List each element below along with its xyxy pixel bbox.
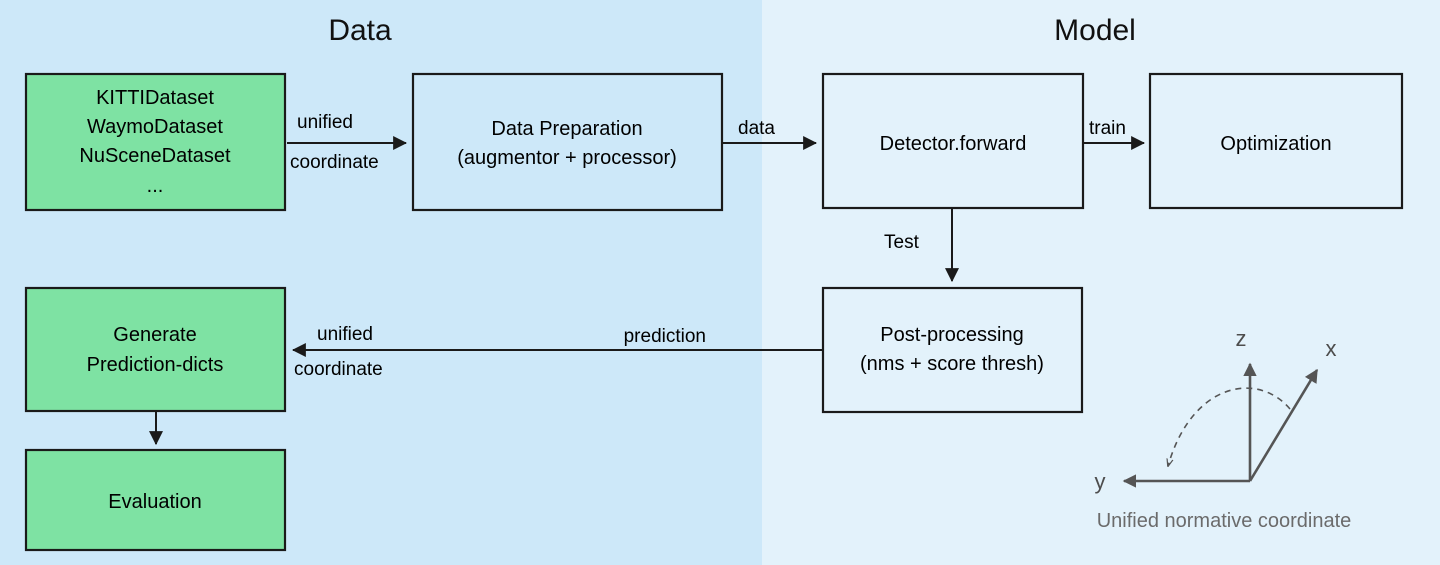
node-optimization[interactable]: Optimization <box>1148 72 1404 210</box>
node-datasets-box[interactable] <box>24 72 287 212</box>
node-detector-forward-line-1: Detector.forward <box>880 133 1027 155</box>
edge-label-unified-2: unified <box>317 324 373 345</box>
node-evaluation-box[interactable] <box>24 448 287 552</box>
edge-label-unified-1: unified <box>297 112 353 133</box>
node-datasets[interactable]: KITTIDataset WaymoDataset NuSceneDataset… <box>24 72 287 212</box>
edge-detector-to-post-processing: Test <box>884 208 959 283</box>
edge-label-coordinate-2: coordinate <box>294 359 383 380</box>
node-detector-forward-box[interactable] <box>821 72 1085 210</box>
node-data-preparation-line-1: Data Preparation <box>491 118 642 140</box>
node-data-preparation[interactable]: Data Preparation (augmentor + processor) <box>411 72 724 212</box>
node-generate-prediction-dicts-box[interactable] <box>24 286 287 413</box>
node-post-processing-line-2: (nms + score thresh) <box>860 353 1044 375</box>
axis-rotation-arc <box>1168 387 1291 466</box>
node-datasets-line-1: KITTIDataset <box>96 87 214 109</box>
node-post-processing-box[interactable] <box>821 286 1084 414</box>
edge-label-train: train <box>1089 118 1126 139</box>
node-generate-line-2: Prediction-dicts <box>87 354 224 376</box>
edge-datasets-to-data-preparation: unified coordinate <box>287 112 408 173</box>
axis-z-label: z <box>1236 326 1247 351</box>
node-optimization-box[interactable] <box>1148 72 1404 210</box>
edge-label-prediction: prediction <box>624 326 706 347</box>
node-evaluation-line-1: Evaluation <box>108 491 201 513</box>
node-datasets-line-4: ... <box>147 175 164 197</box>
node-detector-forward[interactable]: Detector.forward <box>821 72 1085 210</box>
node-datasets-line-2: WaymoDataset <box>87 116 223 138</box>
coordinate-legend-caption: Unified normative coordinate <box>1097 510 1352 532</box>
coordinate-legend: z x y Unified normative coordinate <box>1095 326 1352 532</box>
node-optimization-line-1: Optimization <box>1220 133 1331 155</box>
node-datasets-line-3: NuSceneDataset <box>79 145 231 167</box>
axis-x-arrow <box>1248 368 1319 482</box>
edge-label-coordinate-1: coordinate <box>290 152 379 173</box>
node-data-preparation-box[interactable] <box>411 72 724 212</box>
node-generate-prediction-dicts[interactable]: Generate Prediction-dicts <box>24 286 287 413</box>
node-post-processing[interactable]: Post-processing (nms + score thresh) <box>821 286 1084 414</box>
edge-label-data: data <box>738 118 775 139</box>
node-generate-line-1: Generate <box>113 324 196 346</box>
node-evaluation[interactable]: Evaluation <box>24 448 287 552</box>
panel-model-title: Model <box>1054 14 1136 47</box>
edge-detector-to-optimization: train <box>1083 118 1146 150</box>
node-post-processing-line-1: Post-processing <box>880 324 1023 346</box>
edge-data-preparation-to-detector: data <box>722 118 818 150</box>
node-data-preparation-line-2: (augmentor + processor) <box>457 147 677 169</box>
edge-label-test: Test <box>884 232 920 253</box>
panel-data-title: Data <box>328 14 392 47</box>
edge-post-processing-to-generate: prediction unified coordinate <box>291 324 822 380</box>
axis-y-label: y <box>1095 469 1106 494</box>
axis-x-label: x <box>1326 336 1337 361</box>
